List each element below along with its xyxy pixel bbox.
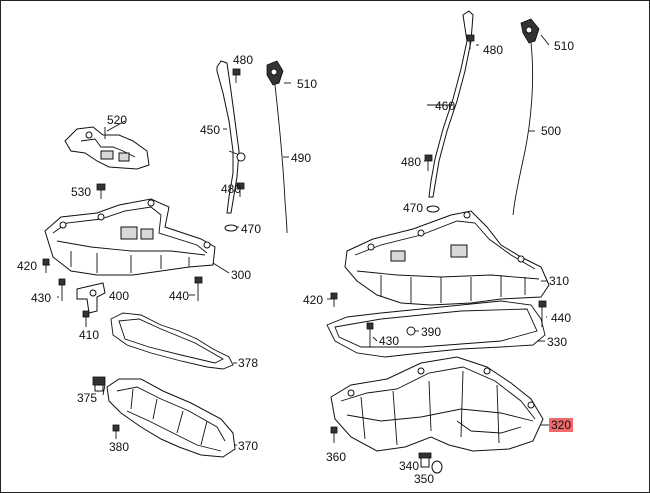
label-500: 500 (541, 124, 562, 138)
part-360-bolt (330, 426, 338, 443)
label-375: 375 (77, 391, 98, 405)
part-380-bolt (112, 424, 120, 439)
part-400-bracket (76, 282, 106, 314)
label-530: 530 (71, 185, 92, 199)
part-440-bolt-right (538, 300, 547, 327)
label-430-a: 430 (31, 291, 52, 305)
part-480-bolt-upper (232, 68, 241, 83)
part-300-upper-pan (44, 198, 216, 276)
part-430-bolt-right (366, 322, 374, 347)
part-340-drain-plug (418, 452, 432, 468)
label-480-d: 480 (401, 155, 422, 169)
part-330-gasket (326, 300, 546, 358)
label-380: 380 (109, 440, 130, 454)
part-440-bolt-left (194, 276, 203, 301)
label-450: 450 (200, 123, 221, 137)
part-510-handle-right (520, 18, 540, 44)
part-375-drain-plug (92, 376, 106, 392)
part-420-bolt-left (42, 258, 50, 273)
part-490-dipstick (274, 84, 288, 234)
label-510-b: 510 (554, 39, 575, 53)
part-520-baffle (64, 126, 150, 170)
part-370-lower-pan (106, 378, 236, 458)
label-480-a: 480 (233, 53, 254, 67)
label-360: 360 (326, 450, 347, 464)
label-350: 350 (414, 472, 435, 486)
part-430-bolt-left (58, 278, 66, 301)
part-480-bolt-lower (236, 182, 245, 197)
label-300: 300 (231, 268, 252, 282)
label-400: 400 (109, 289, 130, 303)
label-330: 330 (547, 335, 568, 349)
part-420-bolt-right (330, 292, 338, 307)
label-320: 320 (549, 418, 574, 432)
part-510-handle (266, 60, 284, 86)
part-470-oring (224, 224, 238, 232)
label-470-a: 470 (241, 222, 262, 236)
label-440-a: 440 (169, 289, 190, 303)
label-480-b: 480 (221, 182, 242, 196)
label-370: 370 (238, 439, 259, 453)
part-320-lower-pan (330, 356, 544, 452)
label-520: 520 (107, 113, 128, 127)
label-420-a: 420 (17, 259, 38, 273)
label-460: 460 (435, 99, 456, 113)
part-378-gasket (110, 312, 234, 370)
label-310: 310 (549, 274, 570, 288)
part-390-washer (406, 326, 416, 336)
leader-lines (43, 34, 550, 396)
part-310-upper-pan (344, 210, 550, 306)
part-500-dipstick (512, 42, 534, 216)
label-378: 378 (238, 356, 259, 370)
label-430-b: 430 (379, 334, 400, 348)
part-480-bolt-right-lower (424, 154, 433, 171)
part-450-dipstick-tube (216, 60, 246, 214)
part-410-bolt (82, 310, 90, 327)
label-490: 490 (291, 151, 312, 165)
label-510-a: 510 (297, 77, 318, 91)
label-480-c: 480 (483, 43, 504, 57)
label-340: 340 (399, 459, 420, 473)
label-470-b: 470 (403, 201, 424, 215)
part-470-oring-right (426, 205, 440, 213)
part-480-bolt-right-upper (466, 34, 475, 49)
label-440-b: 440 (551, 311, 572, 325)
part-530-bolt (96, 183, 106, 199)
part-350-washer (431, 460, 443, 474)
label-420-b: 420 (303, 293, 324, 307)
label-410: 410 (79, 328, 100, 342)
label-390: 390 (421, 325, 442, 339)
